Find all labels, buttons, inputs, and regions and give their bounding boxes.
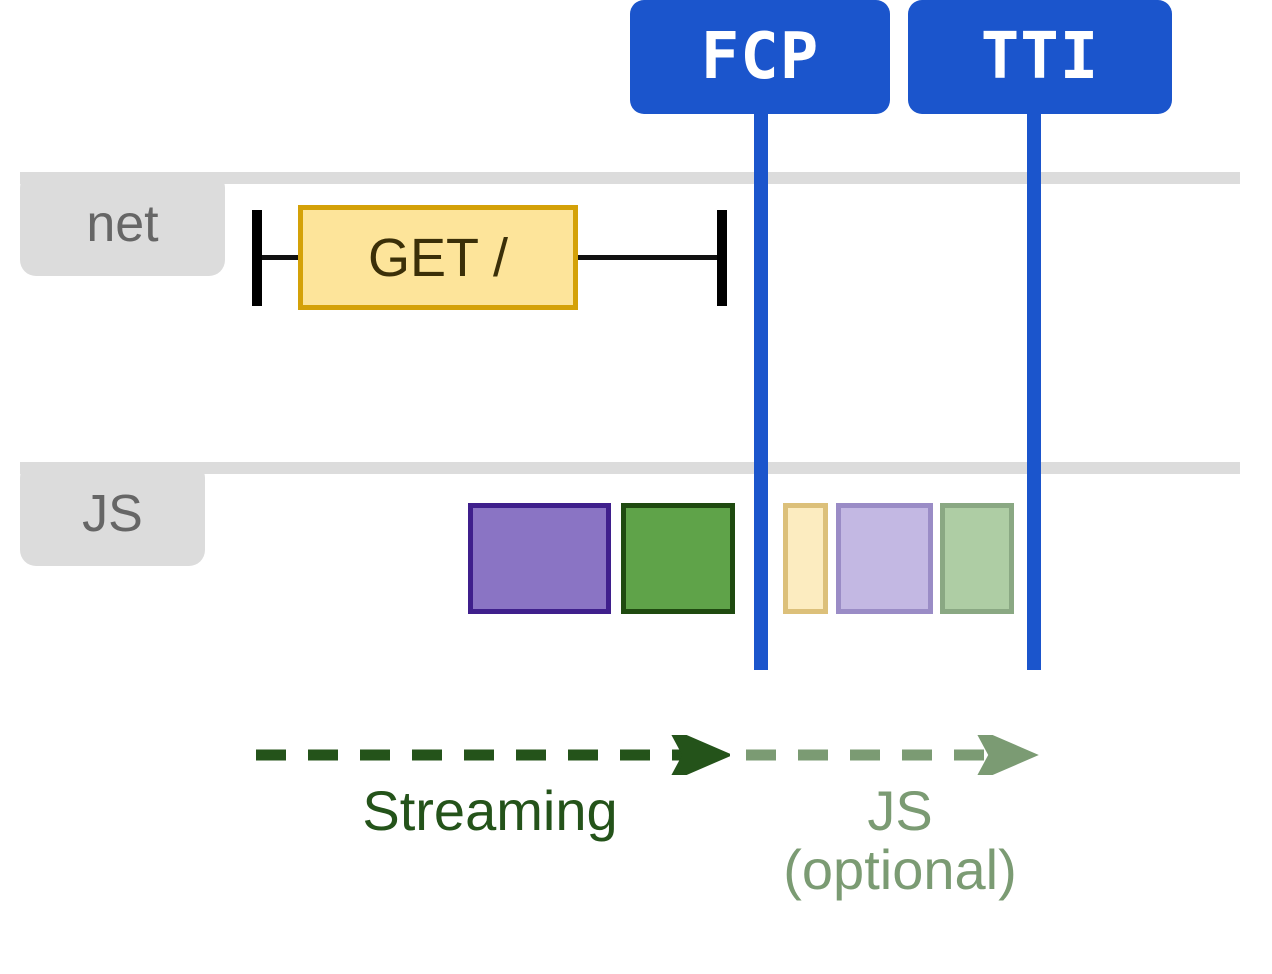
js-task-block[interactable] bbox=[783, 503, 828, 614]
js-task-block[interactable] bbox=[621, 503, 735, 614]
milestone-badge-tti[interactable]: TTI bbox=[908, 0, 1172, 114]
network-request-block[interactable]: GET / bbox=[298, 205, 578, 310]
js-task-block[interactable] bbox=[940, 503, 1014, 614]
milestone-badge-fcp[interactable]: FCP bbox=[630, 0, 890, 114]
js-task-block[interactable] bbox=[468, 503, 611, 614]
row-label-net: net bbox=[20, 172, 225, 276]
request-start-marker bbox=[252, 210, 262, 306]
net-row-baseline bbox=[20, 172, 1240, 184]
row-label-js-text: JS bbox=[82, 485, 143, 543]
milestone-badge-tti-label: TTI bbox=[980, 20, 1100, 94]
row-label-js: JS bbox=[20, 462, 205, 566]
streaming-phase-label: Streaming bbox=[362, 779, 618, 842]
js-optional-phase-arrow bbox=[746, 735, 1039, 775]
js-optional-phase-label: JS (optional) bbox=[783, 779, 1017, 901]
milestone-badge-fcp-label: FCP bbox=[700, 20, 820, 94]
request-connector-left bbox=[258, 255, 304, 260]
streaming-phase-arrow bbox=[256, 735, 730, 775]
js-row-baseline bbox=[20, 462, 1240, 474]
row-label-net-text: net bbox=[86, 195, 159, 253]
js-task-block[interactable] bbox=[836, 503, 933, 614]
request-connector-right bbox=[574, 255, 722, 260]
network-request-label: GET / bbox=[367, 227, 509, 288]
tti-marker-line bbox=[1027, 110, 1041, 670]
request-end-marker bbox=[717, 210, 727, 306]
fcp-marker-line bbox=[754, 110, 768, 670]
